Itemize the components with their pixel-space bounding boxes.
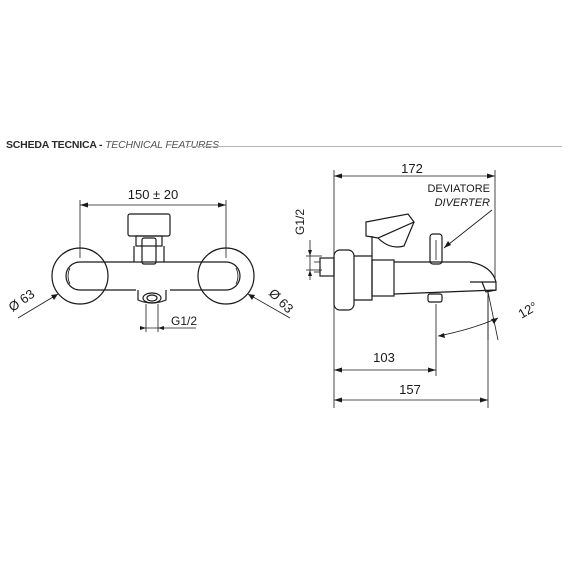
side-thread-dimension — [306, 240, 322, 280]
side-thread-dim-label: G1/2 — [293, 209, 307, 235]
diameter-leaders — [17, 293, 291, 319]
diverter-label-en: DIVERTER — [435, 197, 490, 209]
right-rosette — [197, 247, 255, 305]
front-thread-dim-label: G1/2 — [171, 314, 197, 328]
spout-front — [137, 290, 167, 304]
header-title-it: SCHEDA TECNICA — [6, 139, 97, 151]
lever-offset-dim-label: 103 — [373, 350, 395, 365]
lever-offset-dimension — [334, 304, 437, 376]
left-rosette — [51, 247, 109, 305]
spout-angle-dim-label: 12° — [515, 299, 540, 322]
spout-length-dim-label: 157 — [399, 382, 421, 397]
header-title: SCHEDA TECNICA - TECHNICAL FEATURES — [6, 139, 219, 151]
header-rule — [186, 146, 562, 147]
lever-front — [127, 213, 171, 265]
header-title-en: TECHNICAL FEATURES — [105, 139, 219, 151]
mixer-body-front — [65, 261, 241, 291]
front-view — [17, 200, 291, 332]
header-separator: - — [96, 139, 106, 151]
centers-dim-label: 150 ± 20 — [128, 187, 179, 202]
side-view — [306, 170, 499, 408]
centers-dimension — [79, 200, 227, 258]
technical-features-header: SCHEDA TECNICA - TECHNICAL FEATURES — [6, 139, 562, 157]
rosette-right-dim-label: Ø 63 — [266, 286, 297, 317]
lever-side — [365, 213, 415, 256]
overall-length-dim-label: 172 — [401, 161, 423, 176]
diverter-label-it: DEVIATORE — [427, 183, 490, 195]
diverter-leader — [443, 209, 493, 249]
wall-connection-side — [314, 249, 355, 311]
rosette-left-dim-label: Ø 63 — [6, 286, 38, 314]
diverter-knob — [427, 233, 443, 303]
front-thread-dimension — [140, 304, 196, 332]
spout-angle-dimension — [437, 291, 499, 341]
mixer-body-side — [354, 255, 497, 301]
